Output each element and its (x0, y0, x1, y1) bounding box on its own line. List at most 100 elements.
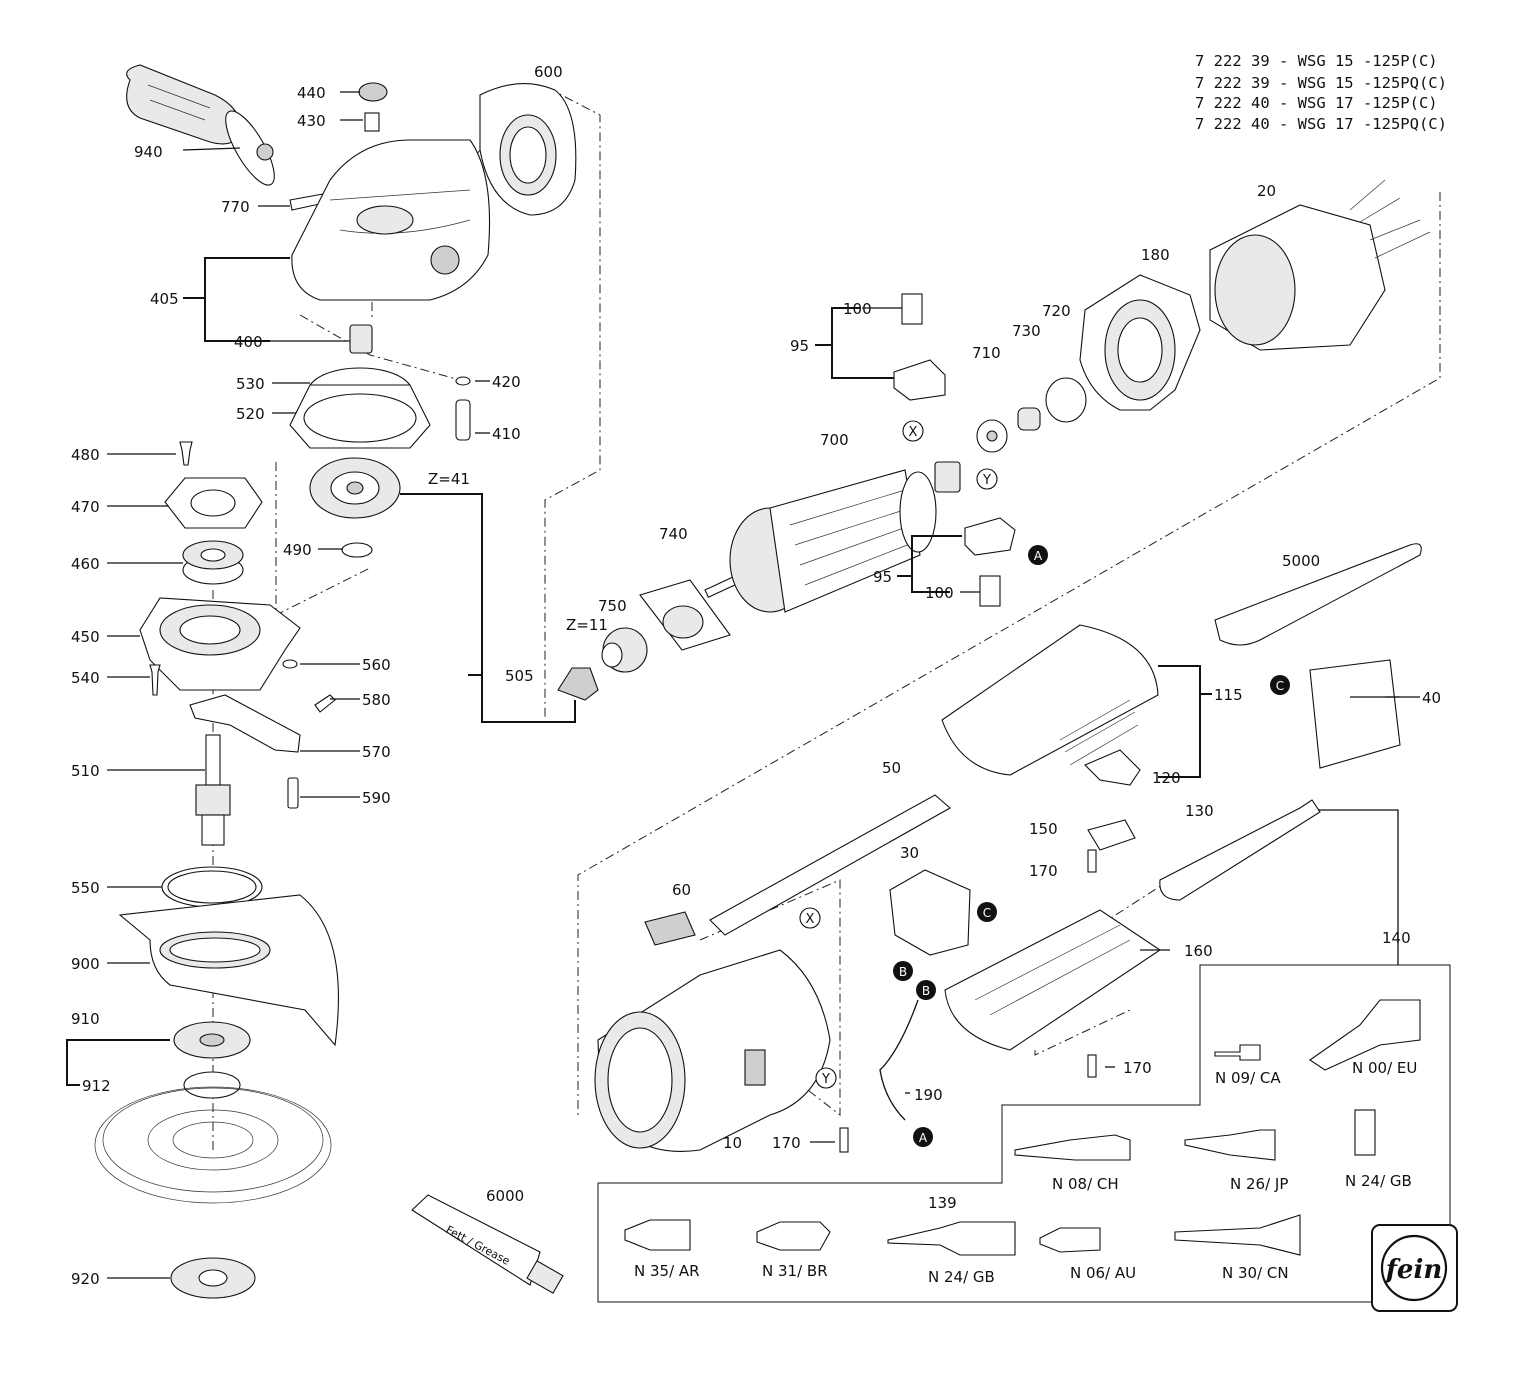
part-label: 560 (362, 656, 391, 674)
part-label: 95 (790, 337, 809, 355)
leader-lines (107, 91, 1420, 1279)
part-label: 5000 (1282, 552, 1320, 570)
slide-switch-60 (644, 911, 696, 946)
grinding-disc (94, 1086, 332, 1204)
screw-540 (149, 664, 161, 696)
model-line: 7 222 40 - WSG 17 -125P(C) (1195, 94, 1438, 112)
part-label: 400 (234, 333, 263, 351)
part-label: Z=41 (428, 470, 470, 488)
cap-440 (358, 82, 388, 102)
washer-490 (341, 542, 373, 558)
wheel-guard-900 (118, 894, 340, 1047)
part-label: 580 (362, 691, 391, 709)
plug-br (756, 1221, 831, 1251)
logo-text: fein (1384, 1255, 1443, 1285)
part-label: 430 (297, 112, 326, 130)
brush-holder-95 (964, 517, 1016, 556)
circlip-560 (282, 659, 298, 669)
spring-430 (364, 112, 380, 132)
part-label: 920 (71, 1270, 100, 1288)
svg-text:A: A (919, 1131, 928, 1145)
bushing-400 (349, 324, 373, 354)
part-label: 530 (236, 375, 265, 393)
part-label: 720 (1042, 302, 1071, 320)
pin-590 (287, 777, 299, 809)
plug-label: N 31/ BR (762, 1262, 828, 1280)
plug-label: N 30/ CN (1222, 1264, 1289, 1282)
part-label: 50 (882, 759, 901, 777)
plug-label: N 00/ EU (1352, 1059, 1417, 1077)
side-handle-940 (126, 64, 275, 186)
fein-logo: fein (1371, 1224, 1458, 1312)
part-label: 170 (1029, 862, 1058, 880)
part-label: 130 (1185, 802, 1214, 820)
screw-170 (1087, 849, 1097, 873)
part-label: 100 (843, 300, 872, 318)
bevel-gear-z41 (309, 457, 401, 519)
handle-housing-160 (944, 909, 1161, 1051)
part-label: 30 (900, 844, 919, 862)
plug-label: N 35/ AR (634, 1262, 700, 1280)
bracket-115 (1158, 665, 1212, 778)
washer-420 (455, 376, 471, 386)
carbon-brush-100 (901, 293, 923, 325)
model-line: 7 222 40 - WSG 17 -125PQ(C) (1195, 115, 1447, 133)
part-label: 170 (772, 1134, 801, 1152)
part-label: 100 (925, 584, 954, 602)
part-label: 600 (534, 63, 563, 81)
plug-gb (1354, 1109, 1376, 1156)
part-label: 440 (297, 84, 326, 102)
marker-x: X (902, 420, 924, 442)
brush-holder-95 (893, 359, 946, 401)
part-label: 420 (492, 373, 521, 391)
o-ring-912 (183, 1071, 241, 1099)
part-label: 900 (71, 955, 100, 973)
plug-cn (1174, 1214, 1301, 1256)
plug-label: N 09/ CA (1215, 1069, 1281, 1087)
gear-housing-cover-405 (291, 139, 491, 301)
plug-label: N 24/ GB (928, 1268, 995, 1286)
svg-text:C: C (983, 906, 991, 920)
stator-20 (1209, 179, 1431, 351)
plug-label: N 24/ GB (1345, 1172, 1412, 1190)
svg-text:B: B (899, 965, 907, 979)
marker-c: C (977, 902, 997, 922)
plug-ar (624, 1219, 691, 1251)
part-label: 490 (283, 541, 312, 559)
cable-190 (879, 999, 919, 1121)
part-label: 770 (221, 198, 250, 216)
part-label: 170 (1123, 1059, 1152, 1077)
part-label: 520 (236, 405, 265, 423)
ring-600 (479, 83, 577, 216)
part-label: 160 (1184, 942, 1213, 960)
part-label: 740 (659, 525, 688, 543)
gear-housing-450 (139, 597, 301, 691)
part-label: 20 (1257, 182, 1276, 200)
part-label: 700 (820, 431, 849, 449)
plug-variants-frame (597, 964, 1451, 1303)
model-title-block: 7 222 39 - WSG 15 -125P(C) 7 222 39 - WS… (1195, 52, 1447, 133)
part-label: 480 (71, 446, 100, 464)
lock-lever-570 (189, 694, 301, 753)
svg-text:X: X (806, 912, 815, 927)
svg-text:X: X (909, 425, 918, 440)
part-label: 410 (492, 425, 521, 443)
model-line: 7 222 39 - WSG 15 -125P(C) (1195, 52, 1438, 70)
marker-b: B (893, 961, 913, 981)
connection-markers: X X Y Y A A B B (799, 420, 1290, 1147)
svg-text:Y: Y (821, 1072, 830, 1087)
part-label: 505 (505, 667, 534, 685)
svg-text:B: B (922, 984, 930, 998)
part-label: Z=11 (566, 616, 608, 634)
part-label: 450 (71, 628, 100, 646)
part-label: 60 (672, 881, 691, 899)
part-label: 190 (914, 1086, 943, 1104)
plug-au (1039, 1227, 1101, 1253)
marker-x: X (799, 907, 821, 929)
armature-700 (704, 461, 961, 613)
part-label: 150 (1029, 820, 1058, 838)
pinion-z11 (557, 667, 599, 701)
bracket-910 (66, 1039, 170, 1086)
plug-label: 139 (928, 1194, 957, 1212)
